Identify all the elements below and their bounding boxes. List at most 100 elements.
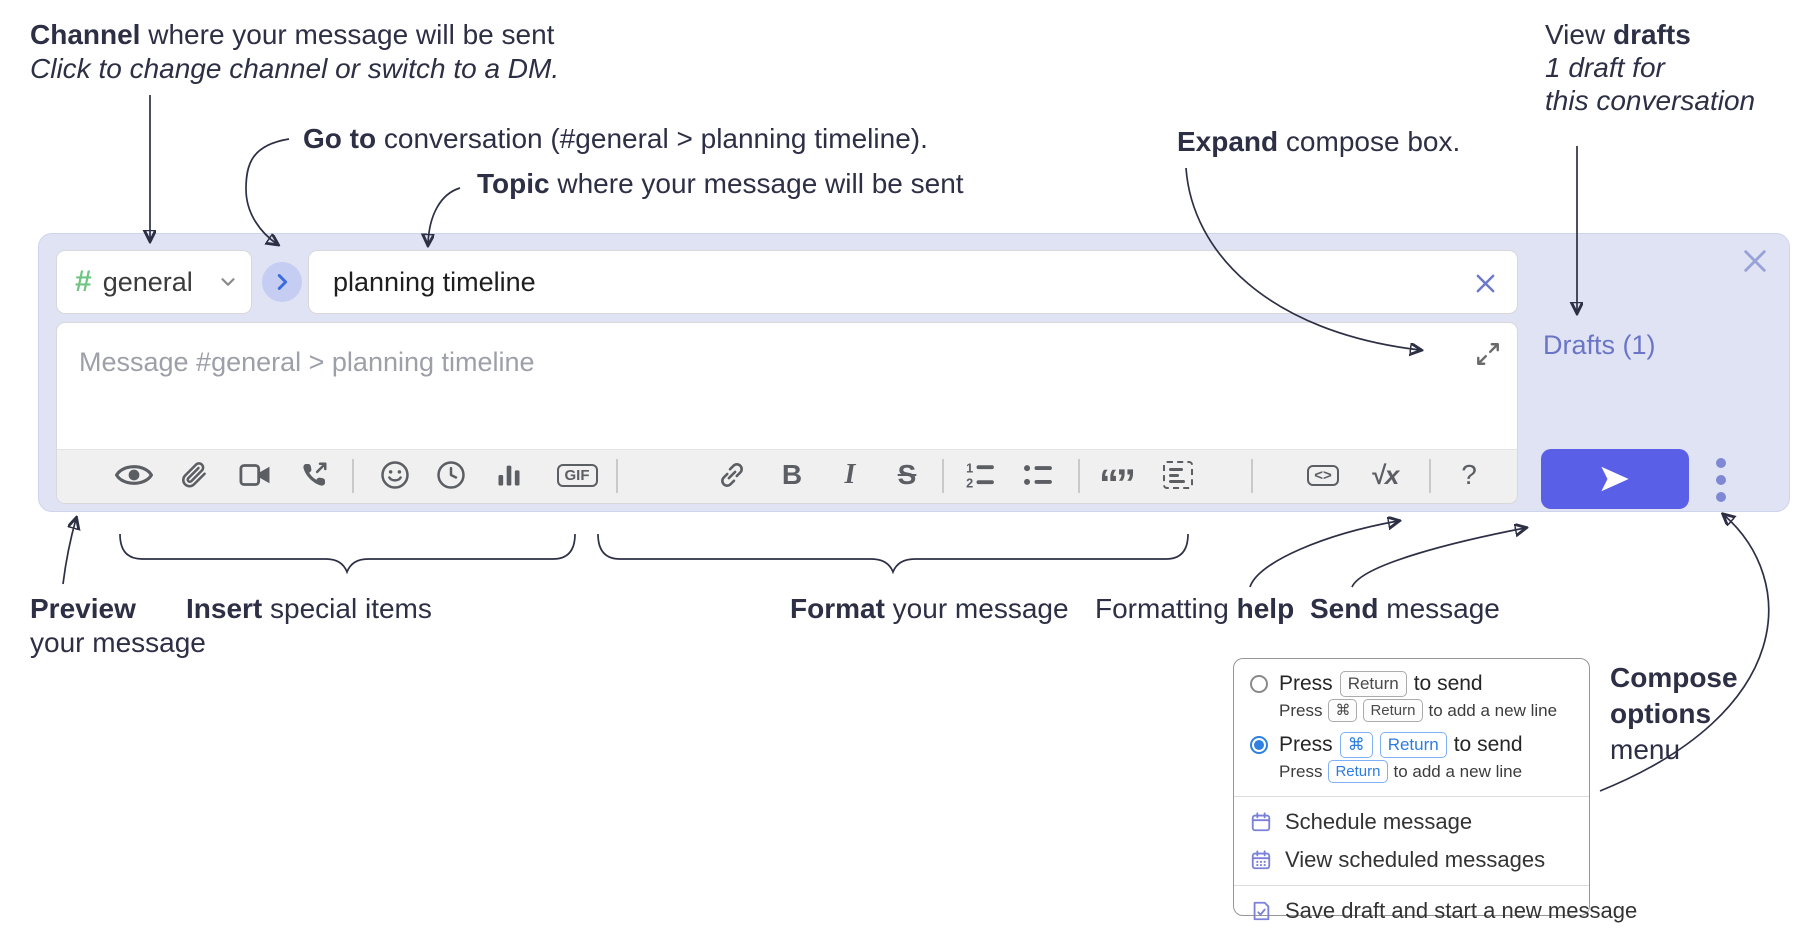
bulleted-list-icon (1024, 465, 1052, 485)
chevron-down-icon (221, 278, 235, 286)
poll-bar-chart-icon (498, 465, 520, 486)
channel-annotation-bold: Channel (30, 19, 141, 50)
compose-options-menu-button[interactable] (1715, 458, 1727, 502)
send-on-cmd-return-option[interactable]: Press ⌘ Return to send (1234, 729, 1589, 760)
message-compose-area[interactable]: Message #general > planning timeline (56, 322, 1518, 504)
channel-hash-icon: # (75, 265, 92, 298)
emoji-icon (381, 461, 409, 489)
numbered-list-button[interactable]: 1 2 (957, 452, 1003, 498)
insert-brace (119, 533, 576, 575)
view-drafts-annotation: View drafts 1 draft for this conversatio… (1545, 19, 1756, 116)
formatting-help-annotation: Formatting help (1095, 593, 1295, 624)
insert-link-button[interactable] (709, 452, 755, 498)
format-annotation: Format your message (790, 593, 1069, 624)
video-camera-icon (239, 464, 269, 486)
send-on-return-option[interactable]: Press Return to send (1234, 668, 1589, 699)
return-key: Return (1363, 699, 1423, 722)
go-to-conversation-button[interactable] (262, 262, 302, 302)
quote-button[interactable]: “” (1093, 452, 1139, 506)
italic-icon: I (844, 459, 856, 490)
add-poll-button[interactable] (486, 452, 532, 498)
send-on-return-subtext: Press ⌘ Return to add a new line (1234, 699, 1589, 729)
channel-annotation: Channel where your message will be sent … (30, 19, 560, 84)
preview-arrow (62, 519, 76, 585)
bold-icon: B (781, 459, 803, 490)
svg-text:1: 1 (966, 462, 973, 476)
send-on-cmd-return-subtext: Press Return to add a new line (1234, 760, 1589, 790)
chevron-right-icon (277, 274, 288, 290)
menu-separator (1234, 885, 1589, 886)
send-paper-plane-icon (1601, 466, 1629, 492)
save-draft-item[interactable]: Save draft and start a new message (1234, 892, 1637, 930)
add-gif-button[interactable]: GIF (550, 452, 604, 498)
return-key: Return (1379, 732, 1447, 758)
return-key: Return (1328, 760, 1388, 783)
bold-button[interactable]: B (769, 452, 815, 498)
cmd-key: ⌘ (1339, 732, 1373, 758)
bulleted-list-button[interactable] (1015, 452, 1061, 498)
toolbar-divider (1251, 459, 1253, 493)
close-compose-icon[interactable] (1741, 247, 1769, 275)
emoji-button[interactable] (372, 452, 418, 498)
goto-arrow (245, 138, 290, 244)
code-button[interactable]: <> (1300, 452, 1346, 498)
expand-annotation: Expand compose box. (1177, 126, 1461, 157)
schedule-calendar-icon (1251, 812, 1271, 832)
radio-selected[interactable] (1250, 736, 1268, 754)
topic-value: planning timeline (333, 266, 536, 297)
toolbar-divider (616, 459, 618, 493)
menu-separator (1234, 796, 1589, 797)
compose-box: # general planning timeline Message #gen… (38, 233, 1790, 512)
schedule-message-item[interactable]: Schedule message (1234, 803, 1589, 841)
preview-annotation: Preview your message (30, 593, 206, 658)
save-draft-icon (1253, 901, 1270, 921)
numbered-list-icon: 1 2 (966, 462, 994, 489)
gif-icon: GIF (556, 463, 598, 487)
cmd-key: ⌘ (1328, 699, 1358, 722)
strikethrough-button[interactable]: S (884, 452, 930, 498)
math-button[interactable]: √x (1362, 452, 1408, 498)
preview-message-button[interactable] (111, 452, 157, 498)
drafts-link[interactable]: Drafts (1) (1543, 330, 1656, 360)
message-formatting-help-button[interactable]: ? (1446, 452, 1492, 498)
link-icon (721, 463, 743, 487)
radio-unselected[interactable] (1250, 675, 1268, 693)
toolbar-divider (942, 459, 944, 493)
phone-call-icon (303, 462, 327, 486)
view-scheduled-calendar-icon (1251, 850, 1271, 870)
attach-file-button[interactable] (171, 452, 217, 498)
insert-annotation: Insert special items (186, 593, 432, 624)
channel-selector[interactable]: # general (56, 250, 252, 314)
spoiler-icon (1163, 461, 1193, 489)
compose-toolbar: GIF B (57, 449, 1517, 506)
spoiler-button[interactable] (1155, 452, 1201, 498)
format-brace (597, 533, 1189, 575)
audio-call-button[interactable] (291, 452, 337, 498)
topic-input[interactable]: planning timeline (308, 250, 1518, 314)
expand-compose-icon[interactable] (1475, 341, 1501, 367)
paperclip-icon (182, 462, 206, 488)
italic-button[interactable]: I (827, 452, 873, 498)
strikethrough-icon: S (897, 459, 917, 490)
toolbar-divider (1078, 459, 1080, 493)
channel-name: general (102, 266, 193, 297)
send-annotation: Send message (1310, 593, 1500, 624)
return-key: Return (1339, 671, 1407, 697)
svg-text:2: 2 (966, 477, 973, 489)
clock-icon (437, 461, 465, 489)
compose-options-annotation: Compose options menu (1610, 662, 1738, 765)
video-call-button[interactable] (232, 452, 278, 498)
help-question-icon: ? (1461, 459, 1477, 490)
quote-icon: “” (1099, 462, 1136, 506)
send-button[interactable] (1541, 449, 1689, 509)
code-icon: <> (1307, 464, 1339, 486)
toolbar-divider (352, 459, 354, 493)
toolbar-divider (1429, 459, 1431, 493)
send-arrow (1351, 528, 1525, 588)
add-global-time-button[interactable] (428, 452, 474, 498)
view-scheduled-messages-item[interactable]: View scheduled messages (1234, 841, 1589, 879)
compose-options-menu: Press Return to send Press ⌘ Return to a… (1233, 658, 1637, 923)
clear-topic-icon[interactable] (1474, 272, 1497, 295)
math-icon: √x (1370, 459, 1400, 490)
